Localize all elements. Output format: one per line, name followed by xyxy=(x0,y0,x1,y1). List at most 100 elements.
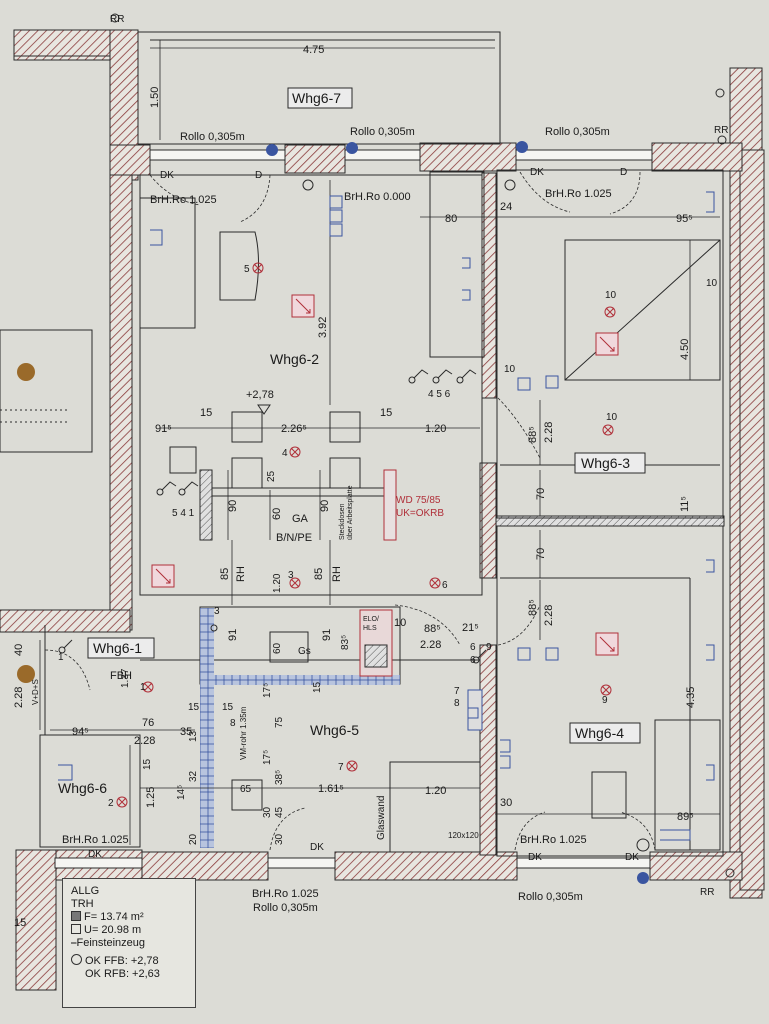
dim-label: 14⁵ xyxy=(176,785,187,800)
d-label: D xyxy=(620,167,627,178)
dim-label: 2.26⁵ xyxy=(281,423,307,435)
dim-label: 88⁵ xyxy=(527,426,539,443)
label-whg6-2: Whg6-2 xyxy=(270,351,319,367)
dk-label: DK xyxy=(88,849,102,860)
rr-label: RR xyxy=(714,125,728,136)
dim-label: 91 xyxy=(321,629,333,641)
dim-label: 1.20 xyxy=(425,423,446,435)
brh-label: BrH.Ro 1.025 xyxy=(545,188,612,200)
dim-label: 1.20 xyxy=(272,573,283,593)
rollo-label: Rollo 0,305m xyxy=(253,902,318,914)
area-swatch-icon xyxy=(71,911,81,921)
outlet-symbols xyxy=(58,191,715,841)
dim-label: 91⁵ xyxy=(155,423,172,435)
label-whg6-7: Whg6-7 xyxy=(292,90,341,106)
rr-label: RR xyxy=(700,887,714,898)
dim-label: 15 xyxy=(200,407,212,419)
dim-label: 15 xyxy=(188,702,200,713)
legend-perimeter: U= 20.98 m xyxy=(84,924,142,936)
fbh-label: FBH xyxy=(110,670,132,682)
dim-label: 60 xyxy=(271,508,283,520)
level-crosshair-icon xyxy=(71,954,82,965)
level-label: +2,78 xyxy=(246,389,274,401)
dim-label: 70 xyxy=(535,548,547,560)
fixture-number: 6 xyxy=(442,580,448,591)
gs-label: Gs xyxy=(298,646,311,657)
dim-label: 83⁵ xyxy=(340,635,351,650)
gas-label: GA xyxy=(292,513,309,525)
legend-area: F= 13.74 m² xyxy=(84,911,144,923)
level-marker-icon xyxy=(257,404,271,415)
fixture-number: 8 xyxy=(454,698,460,709)
dk-label: DK xyxy=(528,852,542,863)
dim-label: 4.35 xyxy=(685,687,697,708)
dim-label: 1.61⁵ xyxy=(318,783,344,795)
dim-label: 17⁵ xyxy=(262,683,273,698)
legend-perimeter-row: U= 20.98 m xyxy=(71,924,187,937)
dim-label: 15 xyxy=(380,407,392,419)
wd-label: WD 75/85 xyxy=(396,495,441,506)
dim-label: 90 xyxy=(319,500,331,512)
dim-label: 30 xyxy=(274,833,285,845)
sensor-markers xyxy=(116,262,616,808)
dim-label: 95⁵ xyxy=(676,213,693,225)
uk-label: UK=OKRB xyxy=(396,508,444,519)
glaswand-label: Glaswand xyxy=(376,796,387,840)
dim-label: 15 xyxy=(14,917,26,929)
pin-hole-icon xyxy=(17,363,35,381)
dim-label: 15 xyxy=(222,702,234,713)
legend-area-row: F= 13.74 m² xyxy=(71,911,187,924)
dim-label: 60 xyxy=(272,642,283,654)
dim-label: 45 xyxy=(274,806,285,818)
dim-label: 2.28 xyxy=(13,687,25,708)
dim-label: 65 xyxy=(240,784,252,795)
dim-label: 70 xyxy=(535,488,547,500)
dim-label: 2.28 xyxy=(134,735,155,747)
label-whg6-1: Whg6-1 xyxy=(93,640,142,656)
brh-label: BrH.Ro 1.025 xyxy=(150,194,217,206)
rollo-label: Rollo 0,305m xyxy=(180,131,245,143)
brh-label: BrH.Ro 1.025 xyxy=(252,888,319,900)
dim-label: 32 xyxy=(188,770,199,782)
dim-label: 89⁵ xyxy=(677,811,694,823)
dimension-lines xyxy=(39,40,720,848)
dim-label: 1.50 xyxy=(149,87,161,108)
dim-label: 6 xyxy=(470,642,476,653)
rr-label: RR xyxy=(110,14,124,25)
label-whg6-4: Whg6-4 xyxy=(575,725,624,741)
dimension-labels: 4.75 1.50 3.92 91⁵ 15 2.26⁵ 15 1.20 80 2… xyxy=(13,44,697,929)
vds-label: V+D+S xyxy=(31,679,40,705)
legend-ffb-row: OK FFB: +2,78 xyxy=(71,954,187,968)
dim-label: 85 xyxy=(219,568,231,580)
legend-ok-rfb: OK RFB: +2,63 xyxy=(85,968,160,980)
dim-label: RH xyxy=(331,566,343,582)
dim-label: 4.50 xyxy=(679,339,691,360)
fixture-number: 10 xyxy=(706,278,718,289)
dim-label: 4.75 xyxy=(303,44,324,56)
dim-label: 15 xyxy=(142,758,153,770)
room-labels: Whg6-7 Whg6-2 Whg6-3 Whg6-4 Whg6-5 Whg6-… xyxy=(58,87,646,796)
fixture-numbers: 5 4 3 6 7 2 1 10 10 10 10 9 3 6 7 8 9 4 … xyxy=(58,264,718,809)
dim-label: 13 xyxy=(188,730,199,742)
dim-label: 25 xyxy=(266,470,277,482)
dk-label: DK xyxy=(625,852,639,863)
fixture-number: 4 5 6 xyxy=(428,389,451,400)
dk-label: DK xyxy=(530,167,544,178)
fixture-number: 3 xyxy=(214,606,220,617)
dim-label: 1.20 xyxy=(425,785,446,797)
arbeitsplatte-label: über Arbeitsplatte xyxy=(347,485,354,540)
fixture-number: 10 xyxy=(504,364,516,375)
windows xyxy=(54,149,653,869)
hls-label: HLS xyxy=(363,625,377,632)
fixture-number: 2 xyxy=(108,798,114,809)
dim-label: 85 xyxy=(313,568,325,580)
dim-label: 20 xyxy=(188,833,199,845)
floor-line-icon: ⎯ xyxy=(71,937,77,949)
rollo-label: Rollo 0,305m xyxy=(545,126,610,138)
dim-label: 1.25 xyxy=(145,787,157,808)
legend-rfb-row: OK RFB: +2,63 xyxy=(71,968,187,981)
dim-label: 90 xyxy=(227,500,239,512)
d-label: D xyxy=(255,170,262,181)
dim-label: 30 xyxy=(262,806,273,818)
bnpe-label: B/N/PE xyxy=(276,532,312,544)
